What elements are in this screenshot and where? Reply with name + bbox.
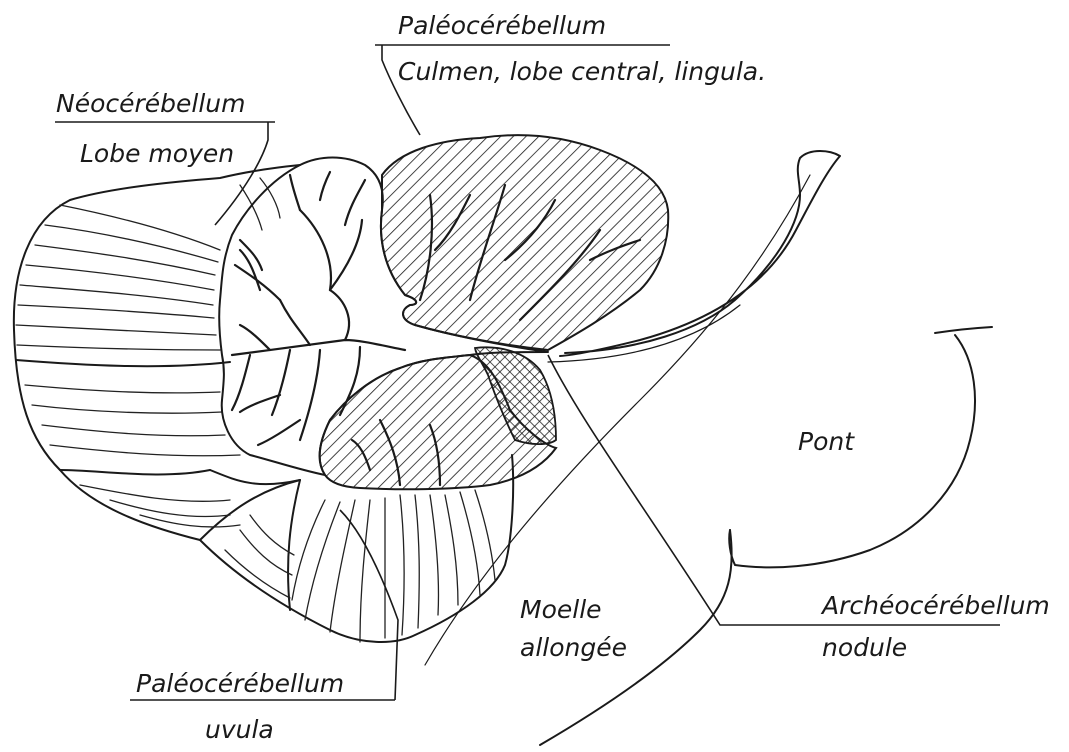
hemisphere-folia	[16, 178, 294, 598]
lower-folia	[292, 490, 495, 642]
moelle-label-line1: Moelle	[520, 595, 602, 624]
paleocerebellum-top-detail: Culmen, lobe central, lingula.	[398, 57, 766, 86]
anterior-lobe-hatched	[381, 135, 668, 350]
paleocerebellum-bottom-detail: uvula	[205, 715, 274, 744]
pont-label: Pont	[798, 427, 855, 456]
archeocerebellum-title: Archéocérébellum	[820, 591, 1050, 620]
paleocerebellum-bottom-title: Paléocérébellum	[136, 669, 344, 698]
neocerebellum-title: Néocérébellum	[56, 89, 246, 118]
neocerebellum-detail: Lobe moyen	[80, 139, 234, 168]
paleocerebellum-top-title: Paléocérébellum	[398, 11, 606, 40]
archeocerebellum-detail: nodule	[822, 633, 907, 662]
moelle-label-line2: allongée	[520, 633, 627, 662]
